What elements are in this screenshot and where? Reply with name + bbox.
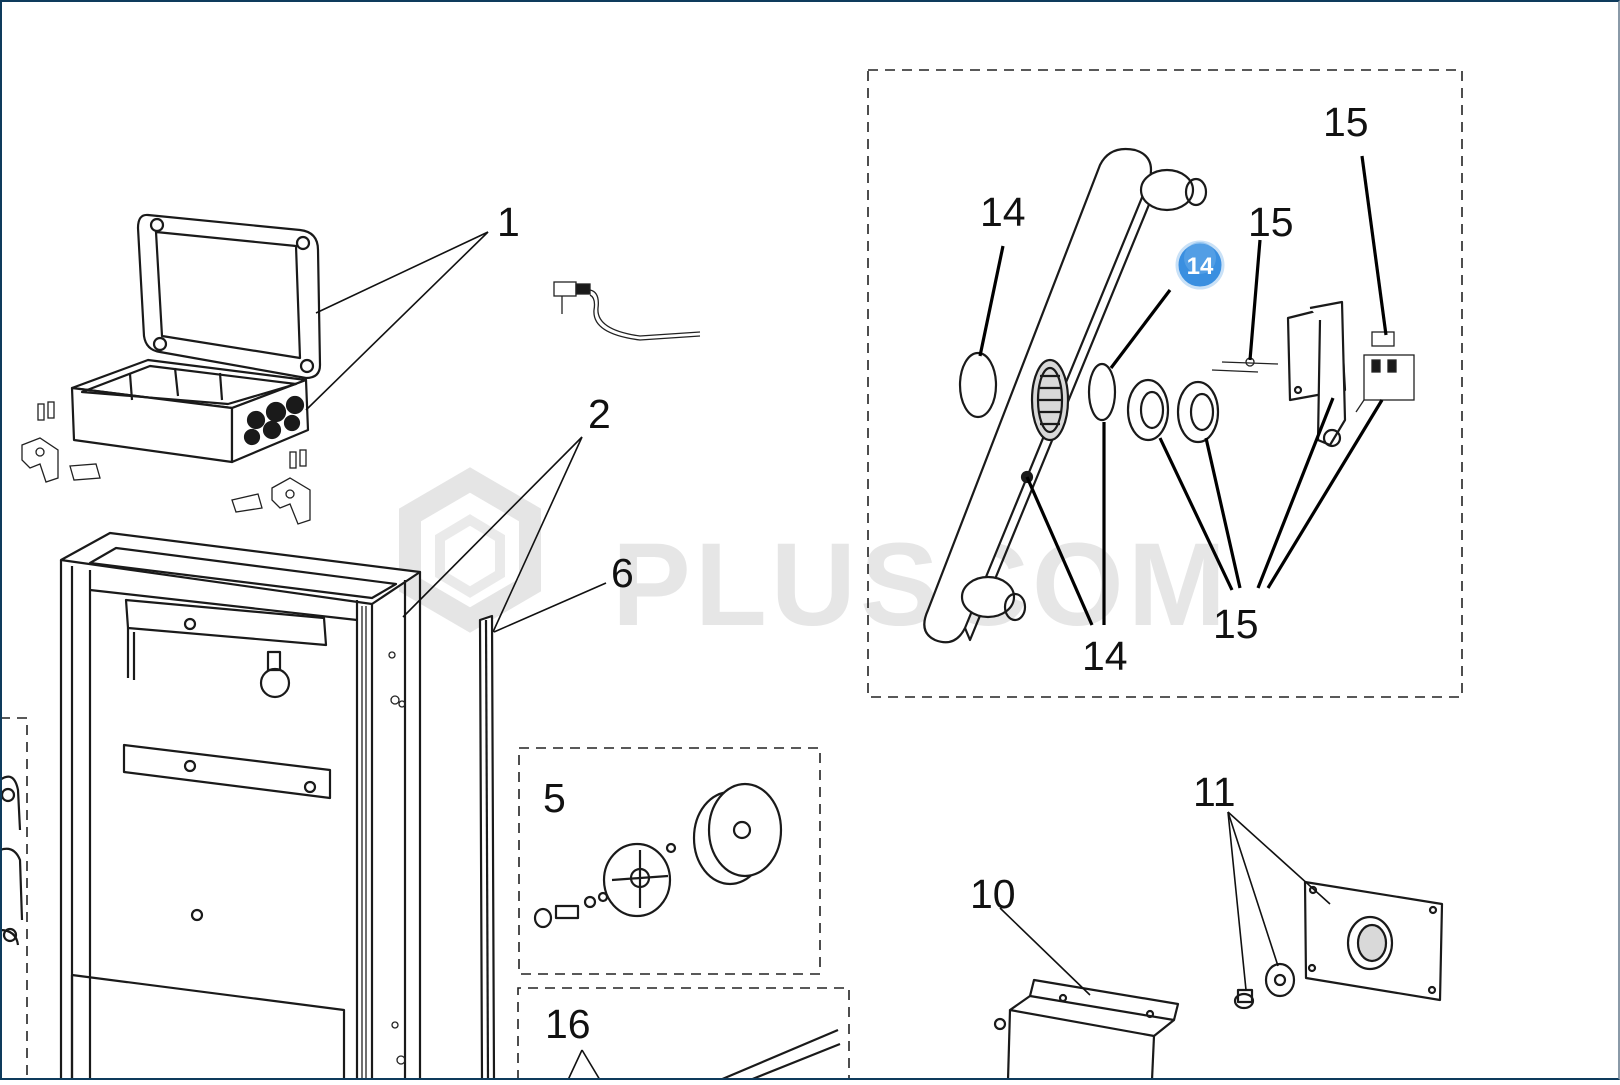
leader-15f	[1266, 399, 1384, 589]
left-partial-part	[0, 775, 24, 946]
hotspot-badge-label: 14	[1187, 253, 1214, 280]
callout-5: 5	[543, 775, 566, 821]
hotspot-badge-14[interactable]: 14	[1175, 240, 1225, 290]
leader-14-badge	[1109, 289, 1172, 369]
sensor-cable	[553, 281, 701, 341]
lever-arm-part-14	[923, 147, 1208, 644]
watermark-text: PLUSCOM	[612, 519, 1230, 651]
leader-2b	[492, 436, 583, 633]
retaining-rings	[958, 351, 1117, 422]
callout-1: 1	[497, 199, 520, 245]
callout-6: 6	[611, 550, 634, 596]
knob-assembly-part-5	[533, 782, 783, 929]
leader-16a	[567, 1049, 583, 1081]
leader-14a	[978, 245, 1005, 357]
rail-part-16	[719, 1028, 841, 1082]
callout-15b: 15	[1323, 99, 1369, 145]
callout-11: 11	[1193, 769, 1236, 815]
callout-15a: 15	[1248, 199, 1294, 245]
leader-2a	[402, 436, 583, 618]
callout-14b: 14	[1082, 633, 1128, 679]
callout-16: 16	[545, 1001, 591, 1047]
leader-15d	[1204, 437, 1242, 589]
cabinet-side-holes	[361, 606, 406, 1080]
pins-and-screws	[1211, 331, 1415, 413]
leader-15b	[1360, 155, 1388, 336]
switch-bracket	[1286, 300, 1347, 448]
callout-10: 10	[970, 871, 1016, 917]
bearing-collars	[1126, 378, 1220, 444]
bracket-part-10	[993, 978, 1180, 1081]
leader-16b	[581, 1049, 601, 1081]
group-box-16	[517, 987, 850, 1080]
leader-15c	[1158, 437, 1234, 591]
leader-11c	[1227, 811, 1331, 905]
junction-box-brackets	[21, 401, 311, 525]
group-box-14-15	[867, 69, 1463, 698]
leader-14b	[1025, 476, 1094, 626]
plate-part-11	[1233, 880, 1444, 1010]
leader-15a	[1248, 239, 1262, 361]
group-box-5	[518, 747, 821, 975]
leader-11b	[1227, 811, 1279, 967]
leader-10	[999, 907, 1091, 996]
watermark-logo	[399, 467, 541, 633]
junction-box-part-1	[70, 213, 322, 464]
callout-2: 2	[588, 391, 611, 437]
callout-15c: 15	[1213, 601, 1259, 647]
leader-6	[493, 582, 607, 633]
callout-14a: 14	[980, 189, 1026, 235]
trim-strip-part-6	[478, 614, 496, 1082]
group-box-left	[0, 717, 28, 1080]
leader-15e	[1256, 397, 1335, 589]
leader-11a	[1227, 811, 1247, 991]
cabinet-frame-part-2	[59, 531, 422, 1080]
leader-1a	[315, 231, 489, 314]
leader-1b	[305, 231, 489, 411]
